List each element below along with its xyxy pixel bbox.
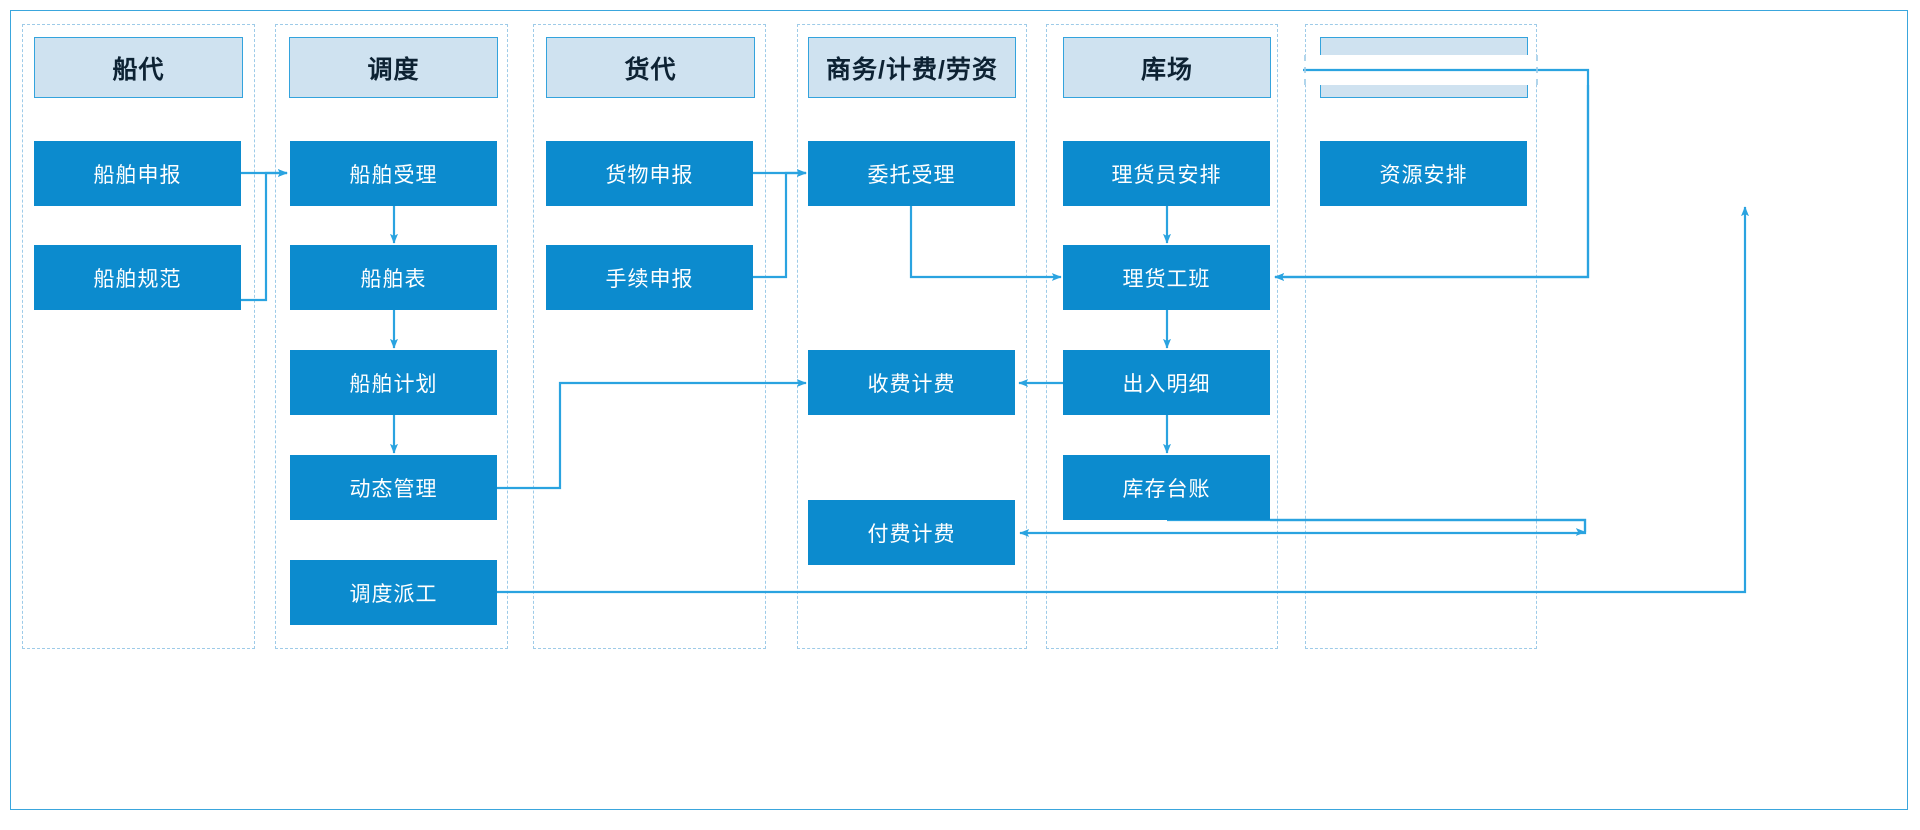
node-lihuoyuan-anpai[interactable]: 理货员安排	[1063, 141, 1270, 206]
node-diaodu-paigong[interactable]: 调度派工	[290, 560, 497, 625]
node-shouxu-shenbao[interactable]: 手续申报	[546, 245, 753, 310]
swimlane-diaodu	[275, 24, 508, 649]
node-ziyuan-anpai[interactable]: 资源安排	[1320, 141, 1527, 206]
node-kucun-taizhang[interactable]: 库存台账	[1063, 455, 1270, 520]
node-dongtai-guanli[interactable]: 动态管理	[290, 455, 497, 520]
node-churu-mingxi[interactable]: 出入明细	[1063, 350, 1270, 415]
lane-header-chuandai[interactable]: 船代	[34, 37, 243, 98]
swimlane-chuandai	[22, 24, 255, 649]
swimlane-huodai	[533, 24, 766, 649]
lane-header-diaodu[interactable]: 调度	[289, 37, 498, 98]
node-chuanbo-shouli[interactable]: 船舶受理	[290, 141, 497, 206]
node-chuanbo-biao[interactable]: 船舶表	[290, 245, 497, 310]
node-huowu-shenbao[interactable]: 货物申报	[546, 141, 753, 206]
node-lihuo-gongban[interactable]: 理货工班	[1063, 245, 1270, 310]
node-weituo-shouli[interactable]: 委托受理	[808, 141, 1015, 206]
node-chuanbo-guifan[interactable]: 船舶规范	[34, 245, 241, 310]
node-chuanbo-shenbao[interactable]: 船舶申报	[34, 141, 241, 206]
node-chuanbo-jihua[interactable]: 船舶计划	[290, 350, 497, 415]
lane-header-shangwu[interactable]: 商务/计费/劳资	[808, 37, 1016, 98]
swimlane-kuchang	[1046, 24, 1278, 649]
node-shoufei-jifei[interactable]: 收费计费	[808, 350, 1015, 415]
node-fufei-jifei[interactable]: 付费计费	[808, 500, 1015, 565]
lane-header-kuchang[interactable]: 库场	[1063, 37, 1271, 98]
lane-header-huodai[interactable]: 货代	[546, 37, 755, 98]
lane-header-jixiedui[interactable]: 机械队/人力队	[1320, 37, 1528, 98]
swimlane-jixiedui	[1305, 24, 1537, 649]
